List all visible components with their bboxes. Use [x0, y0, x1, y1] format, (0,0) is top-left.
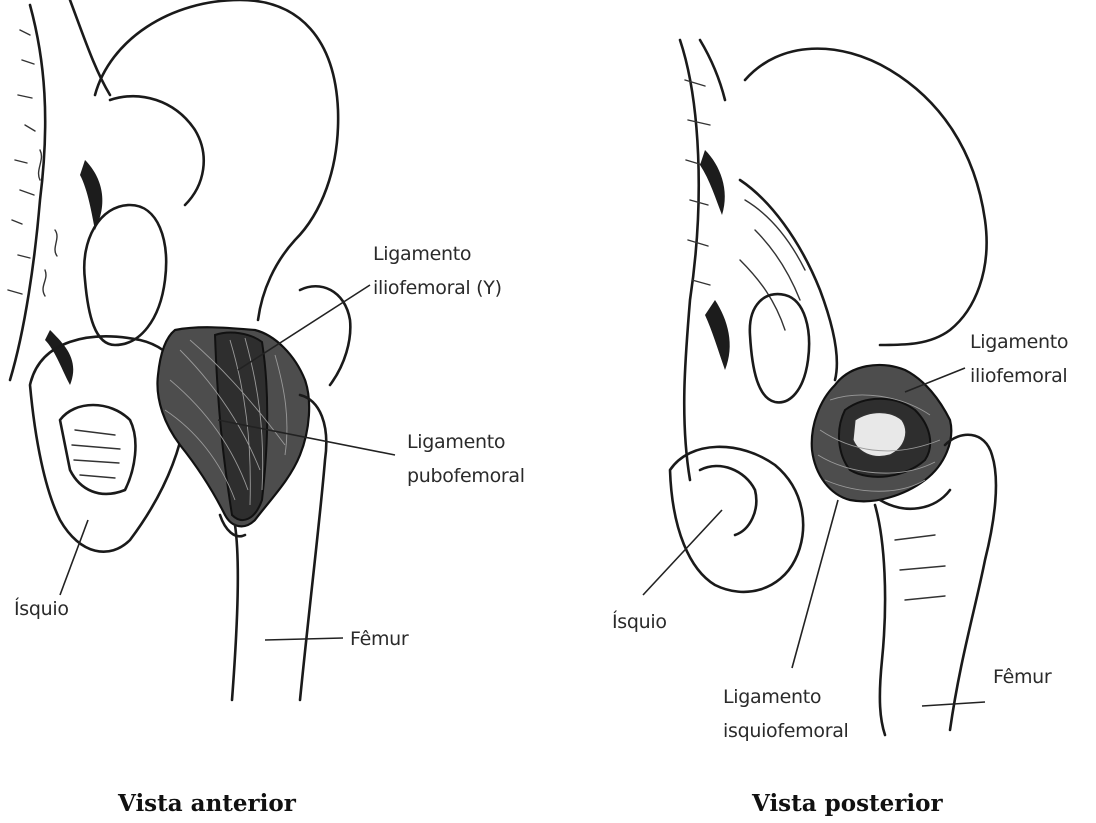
anterior-isquio-label: Ísquio — [14, 592, 69, 626]
posterior-iliofemoral-line2: iliofemoral — [970, 359, 1068, 393]
anterior-ilium — [95, 0, 338, 320]
anterior-iliofemoral-line1: Ligamento — [373, 237, 502, 271]
leader-posterior-isquiofemoral — [792, 500, 838, 668]
leader-anterior-femur — [265, 638, 343, 640]
posterior-iliofemoral-line1: Ligamento — [970, 325, 1068, 359]
posterior-ischium — [670, 447, 803, 592]
leader-anterior-isquio — [60, 520, 88, 595]
posterior-isquiofemoral-line2: isquiofemoral — [723, 714, 849, 748]
anterior-iliofemoral-line2: iliofemoral (Y) — [373, 271, 502, 305]
anterior-femur-label: Fêmur — [350, 622, 408, 656]
posterior-femur-label: Fêmur — [993, 660, 1051, 694]
posterior-isquiofemoral-line1: Ligamento — [723, 680, 849, 714]
anterior-iliofemoral-label: Ligamento iliofemoral (Y) — [373, 237, 502, 305]
posterior-iliofemoral-label: Ligamento iliofemoral — [970, 325, 1068, 393]
posterior-isquiofemoral-label: Ligamento isquiofemoral — [723, 680, 849, 748]
posterior-femur — [945, 435, 996, 730]
anterior-caption: Vista anterior — [118, 790, 296, 817]
posterior-isquio-label: Ísquio — [612, 605, 667, 639]
anterior-pelvic-inlet — [84, 205, 166, 345]
anterior-pubofemoral-label: Ligamento pubofemoral — [407, 425, 525, 493]
posterior-ilium — [745, 49, 987, 345]
posterior-foramen — [750, 294, 809, 402]
posterior-sacrum — [680, 40, 730, 480]
posterior-caption: Vista posterior — [752, 790, 943, 817]
anterior-pubofemoral-line2: pubofemoral — [407, 459, 525, 493]
anterior-pubofemoral-line1: Ligamento — [407, 425, 525, 459]
posterior-view-drawing — [643, 40, 996, 735]
